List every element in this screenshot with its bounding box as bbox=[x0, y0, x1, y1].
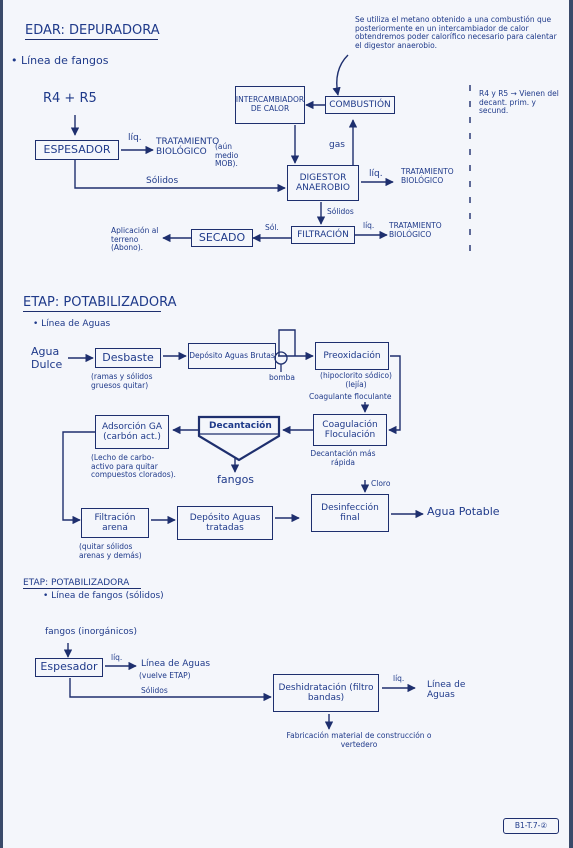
etap-bullet-aguas: • Línea de Aguas bbox=[33, 319, 111, 329]
etap-cloro-label: Cloro bbox=[371, 479, 391, 488]
edar-solidos-label-1: Sólidos bbox=[146, 176, 179, 186]
arrow-adsorcion-filtracion bbox=[62, 431, 95, 525]
etap2-liq-label-1: líq. bbox=[111, 653, 123, 662]
etap2-linea-aguas: Línea de Aguas bbox=[141, 659, 211, 669]
edar-aplicacion-terreno: Aplicación al terreno (Abono). bbox=[111, 226, 159, 253]
bomba-icon bbox=[274, 351, 288, 365]
edar-tratamiento-bio-3: TRATAMIENTO BIOLÓGICO bbox=[389, 221, 442, 239]
etap2-deshidratacion-box: Deshidratación (filtro bandas) bbox=[273, 674, 379, 712]
etap-desinfeccion-box: Desinfección final bbox=[311, 494, 389, 532]
page-reference-stamp: B1-T.7-② bbox=[503, 818, 559, 834]
edar-liq-label-1: líq. bbox=[128, 133, 142, 143]
edar-tratamiento-bio-2: TRATAMIENTO BIOLÓGICO bbox=[401, 167, 454, 185]
etap-desbaste-note: (ramas y sólidos gruesos quitar) bbox=[91, 372, 153, 390]
etap2-solidos-label: Sólidos bbox=[141, 686, 168, 695]
etap-title: ETAP: POTABILIZADORA bbox=[23, 295, 177, 312]
edar-espesador-box: ESPESADOR bbox=[35, 140, 119, 160]
edar-liq-label-2: líq. bbox=[369, 169, 383, 179]
etap-coagulacion-box: Coagulación Floculación bbox=[313, 414, 387, 446]
etap-adsorcion-note: (Lecho de carbo- activo para quitar comp… bbox=[91, 453, 176, 480]
edar-digestor-box: DIGESTOR ANAEROBIO bbox=[287, 165, 359, 201]
etap2-espesador-box: Espesador bbox=[35, 658, 103, 677]
etap-decantacion-label: Decantación bbox=[209, 421, 272, 431]
etap-preoxidacion-box: Preoxidación bbox=[315, 342, 389, 370]
arrow-preox-coag bbox=[388, 355, 401, 435]
etap2-linea-aguas-2: Línea de Aguas bbox=[427, 680, 466, 701]
pipe-bomba bbox=[278, 329, 296, 356]
etap-deposito-brutas-box: Depósito Aguas Brutas bbox=[188, 343, 276, 369]
edar-note-r4r5: R4 y R5 → Vienen del decant. prim. y sec… bbox=[479, 89, 559, 116]
edar-bullet-fangos-label: Línea de fangos bbox=[21, 54, 109, 67]
edar-bullet-fangos: • Línea de fangos bbox=[11, 54, 109, 67]
edar-gas-label: gas bbox=[329, 140, 345, 150]
etap2-fabricacion: Fabricación material de construcción o v… bbox=[286, 731, 432, 749]
edar-r4r5: R4 + R5 bbox=[43, 91, 97, 106]
etap2-fangos-inorg: fangos (inorgánicos) bbox=[45, 627, 138, 637]
decantacion-hopper bbox=[197, 415, 281, 462]
arrow-note-combustion bbox=[332, 54, 349, 96]
edar-tratamiento-note: (aún medio MOB). bbox=[215, 142, 239, 169]
edar-title: EDAR: DEPURADORA bbox=[25, 23, 160, 40]
etap-filtracion-note: (quitar sólidos arenas y demás) bbox=[79, 542, 142, 560]
etap-agua-potable: Agua Potable bbox=[427, 505, 500, 518]
etap2-liq-label-2: líq. bbox=[393, 674, 405, 683]
edar-combustion-box: COMBUSTIÓN bbox=[325, 96, 395, 114]
edar-sol-label: Sól. bbox=[265, 223, 279, 232]
etap2-bullet-fangos-label: Línea de fangos (sólidos) bbox=[51, 591, 164, 601]
etap-agua-dulce: Agua Dulce bbox=[31, 345, 63, 371]
etap2-bullet-fangos: • Línea de fangos (sólidos) bbox=[43, 591, 164, 601]
edar-liq-label-3: líq. bbox=[363, 221, 375, 230]
etap-fangos-label: fangos bbox=[217, 473, 255, 486]
etap-decantacion-note: Decantación más rápida bbox=[310, 449, 376, 467]
edar-tratamiento-bio-1: TRATAMIENTO BIOLÓGICO bbox=[156, 137, 220, 158]
etap-desbaste-box: Desbaste bbox=[95, 348, 161, 368]
arrow-solidos-deshid bbox=[69, 678, 272, 702]
etap-bullet-aguas-label: Línea de Aguas bbox=[41, 319, 111, 329]
diagram-connectors bbox=[62, 54, 471, 730]
etap2-title: ETAP: POTABILIZADORA bbox=[23, 578, 141, 590]
arrow-solidos-digestor bbox=[74, 160, 286, 193]
edar-intercambiador-box: INTERCAMBIADOR DE CALOR bbox=[235, 86, 305, 124]
etap2-vuelve-note: (vuelve ETAP) bbox=[139, 671, 191, 680]
edar-secado-box: SECADO bbox=[191, 229, 253, 247]
etap-preox-note: (hipoclorito sódico) (lejía) bbox=[320, 371, 392, 389]
etap-filtracion-arena-box: Filtración arena bbox=[81, 508, 149, 538]
notebook-page: EDAR: DEPURADORA • Línea de fangos R4 + … bbox=[3, 0, 569, 848]
edar-solidos-label-2: Sólidos bbox=[327, 207, 354, 216]
etap-coagulante-note: Coagulante floculante bbox=[309, 392, 392, 401]
edar-filtracion-box: FILTRACIÓN bbox=[291, 226, 355, 244]
edar-note-metano: Se utiliza el metano obtenido a una comb… bbox=[355, 15, 557, 50]
etap-adsorcion-box: Adsorción GA (carbón act.) bbox=[95, 415, 169, 449]
etap-bomba-label: bomba bbox=[269, 373, 296, 382]
etap-deposito-tratadas-box: Depósito Aguas tratadas bbox=[177, 506, 273, 540]
